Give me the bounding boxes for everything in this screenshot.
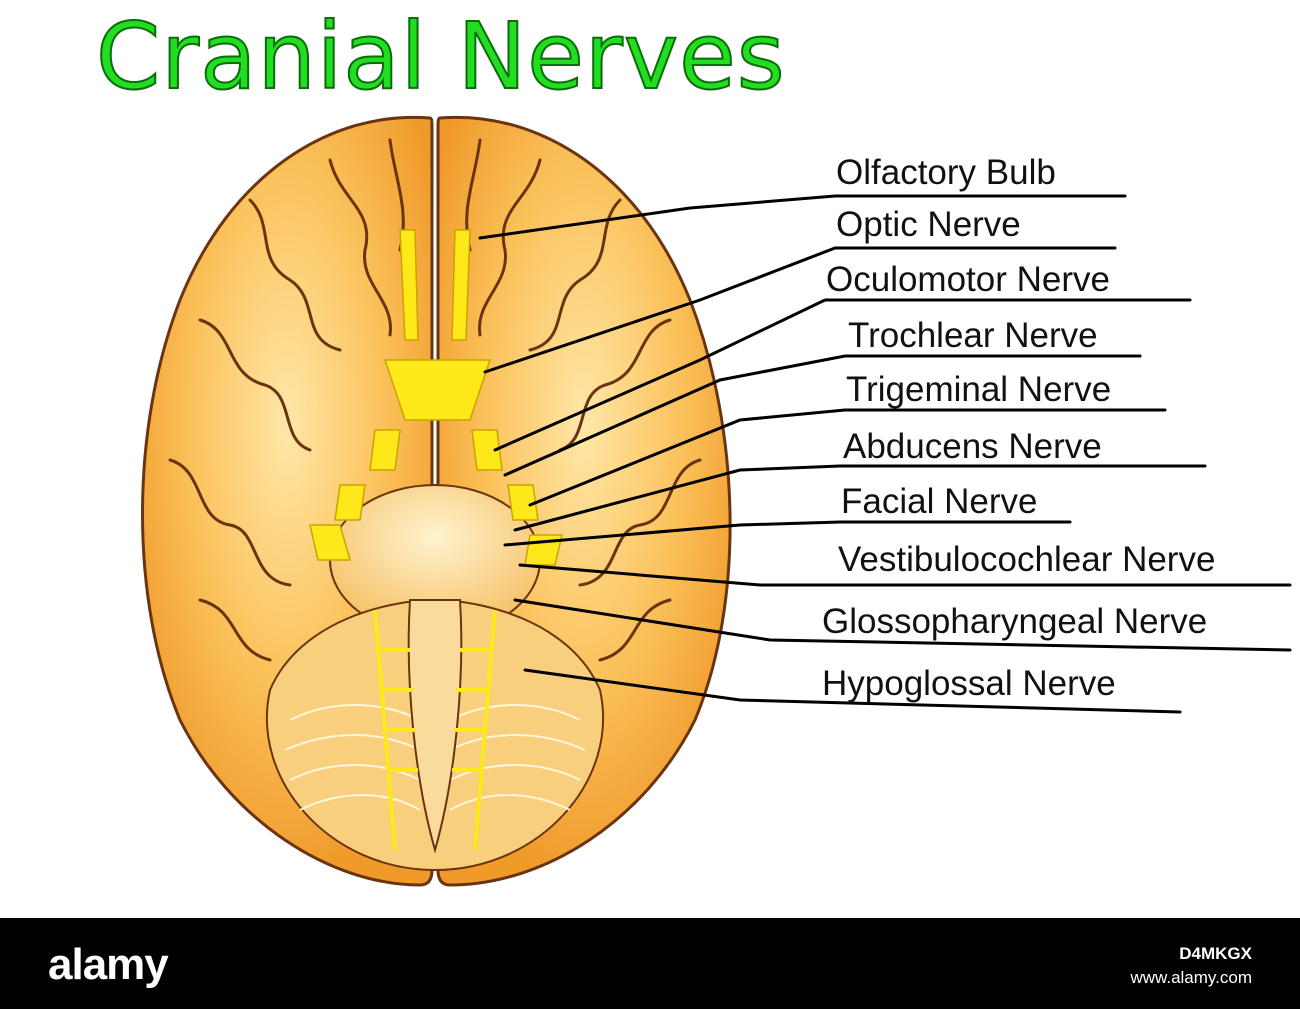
label-hypoglossal-nerve: Hypoglossal Nerve [822,664,1116,703]
leader-line-glossopharyngeal [513,598,1292,652]
label-olfactory-bulb: Olfactory Bulb [836,153,1056,192]
leader-line-olfactory [478,194,1127,240]
leader-line-optic [483,246,1117,374]
leader-line-abducens [513,464,1207,532]
site-url: www.alamy.com [1130,968,1252,987]
watermark-banner [0,918,1300,1009]
hypoglossal-ladder [373,609,497,851]
label-trochlear-nerve: Trochlear Nerve [848,316,1098,355]
image-id: D4MKGX [1179,944,1252,963]
medulla [407,599,463,854]
leader-line-facial [503,520,1072,547]
leader-line-trochlear [503,354,1142,477]
leader-line-hypoglossal [523,668,1182,714]
leader-line-vestibulocochlear [518,563,1292,587]
label-vestibulocochlear-nerve: Vestibulocochlear Nerve [838,540,1216,579]
brain-diagram [141,115,1292,887]
cerebellum-folia [284,704,586,811]
brand-logo: alamy [48,940,169,989]
label-glossopharyngeal-nerve: Glossopharyngeal Nerve [822,602,1208,641]
label-trigeminal-nerve: Trigeminal Nerve [846,370,1112,409]
leader-line-oculomotor [493,298,1192,452]
label-abducens-nerve: Abducens Nerve [843,427,1102,466]
diagram-title: Cranial Nerves [95,3,786,110]
leader-lines [478,194,1292,714]
label-optic-nerve: Optic Nerve [836,205,1021,244]
leader-line-trigeminal [528,408,1167,507]
label-facial-nerve: Facial Nerve [841,482,1038,521]
cranial-nerve-shapes [309,229,563,566]
label-oculomotor-nerve: Oculomotor Nerve [826,260,1110,299]
